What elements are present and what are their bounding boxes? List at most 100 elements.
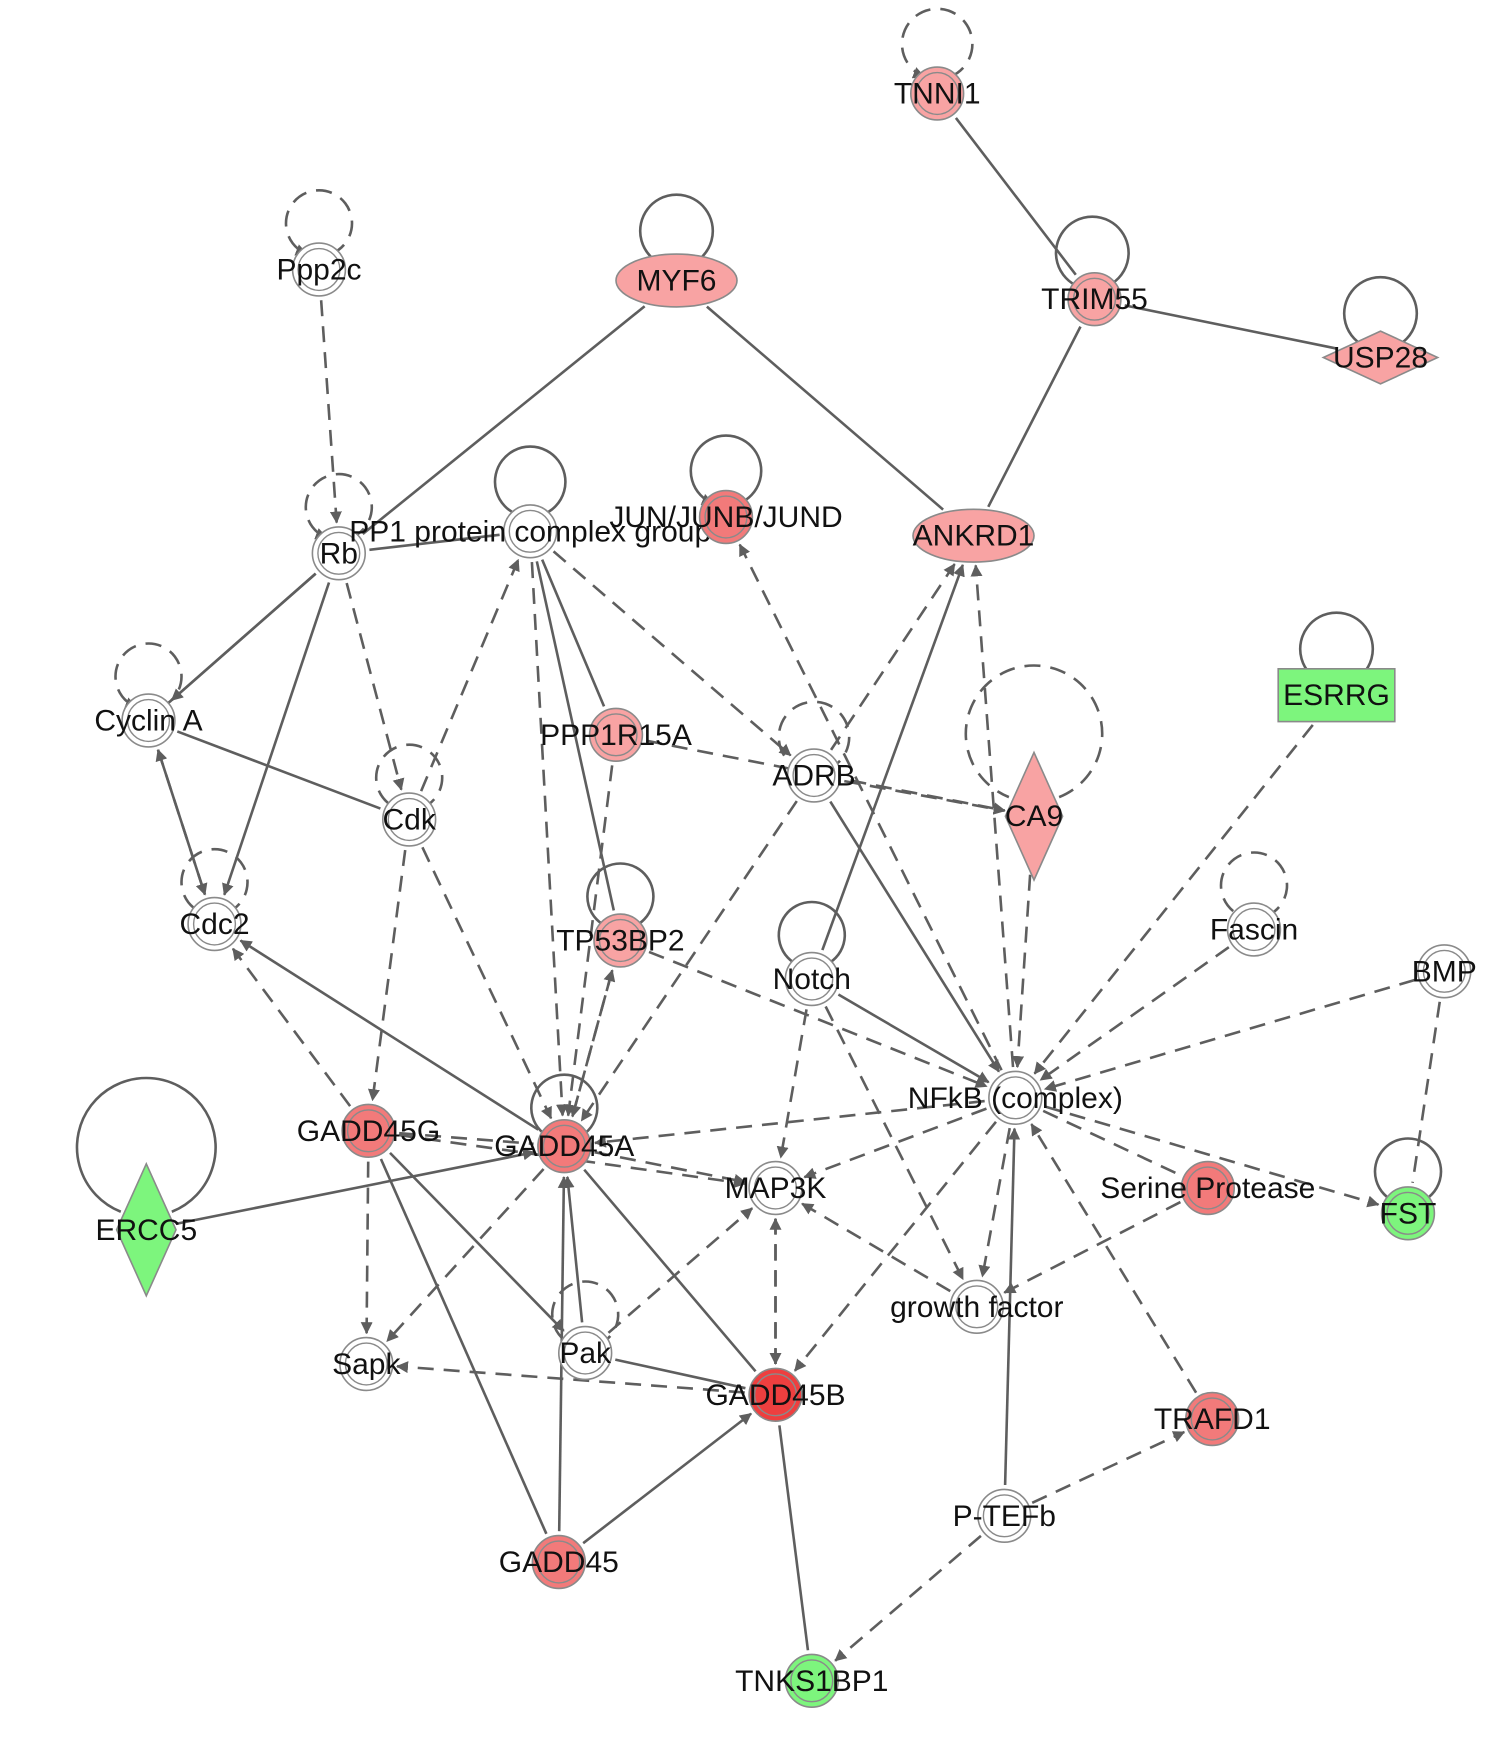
node-ring-ppp2c (297, 247, 341, 292)
node-tnks1bp1[interactable]: TNKS1BP1 (735, 1653, 889, 1709)
node-jun[interactable]: JUN/JUNB/JUND (609, 489, 843, 545)
node-shape-map3k (748, 1160, 803, 1216)
node-label-usp28: USP28 (1333, 342, 1428, 375)
node-ca9[interactable]: CA9 (1004, 750, 1064, 882)
node-cdk[interactable]: Cdk (382, 792, 437, 847)
node-shape-nfkb (988, 1070, 1043, 1126)
node-notch[interactable]: Notch (773, 951, 851, 1007)
edge-nfkb-to-ankrd1 (970, 564, 1015, 1068)
node-shape-pak (557, 1325, 613, 1381)
self-loop-notch (777, 900, 847, 967)
edge-rb-to-pp1 (369, 533, 500, 552)
node-label-cdc2: Cdc2 (179, 908, 249, 941)
edge-nfkb-to-jun (738, 543, 1003, 1071)
edge-pak-to-gadd45a (562, 1175, 584, 1323)
node-shape-trafd1 (1184, 1391, 1240, 1447)
node-cyclina[interactable]: Cyclin A (94, 693, 203, 748)
edge-gadd45a-to-sapk (386, 1168, 545, 1343)
edge-gadd45g-to-pak (389, 1151, 565, 1332)
node-ppp2c[interactable]: Ppp2c (276, 242, 362, 297)
node-esrrg[interactable]: ESRRG (1277, 667, 1396, 723)
edge-nfkb-to-map3k (803, 1107, 987, 1179)
node-label-ppp1r15a: PPP1R15A (540, 719, 692, 752)
node-label-gadd45g: GADD45G (297, 1115, 440, 1148)
node-label-tnks1bp1: TNKS1BP1 (735, 1665, 888, 1698)
node-label-cdk: Cdk (383, 804, 437, 837)
node-label-gadd45b: GADD45B (705, 1379, 845, 1412)
node-pp1[interactable]: PP1 protein complex group (349, 504, 711, 559)
edge-bmp-to-fst (1411, 1001, 1442, 1184)
node-fascin[interactable]: Fascin (1210, 902, 1298, 957)
node-trim55[interactable]: TRIM55 (1041, 272, 1148, 327)
node-ring-bmp (1422, 949, 1466, 993)
edge-ca9-to-nfkb (1012, 874, 1032, 1069)
node-shape-adrb (786, 748, 842, 803)
node-label-ca9: CA9 (1005, 800, 1063, 833)
node-ring-gadd45b (753, 1373, 798, 1417)
node-trafd1[interactable]: TRAFD1 (1154, 1391, 1271, 1447)
node-ring-sapk (344, 1342, 388, 1386)
node-label-ercc5: ERCC5 (95, 1214, 197, 1247)
self-loop-layer (75, 7, 1443, 1347)
node-ring-cdk (387, 797, 431, 842)
node-label-ptefb: P-TEFb (953, 1500, 1056, 1533)
node-label-ankrd1: ANKRD1 (913, 520, 1035, 553)
node-shape-ppp2c (291, 242, 347, 297)
node-gadd45a[interactable]: GADD45A (494, 1118, 634, 1174)
node-ring-tp53bp2 (598, 918, 642, 963)
node-ring-adrb (792, 753, 836, 798)
node-ring-tnks1bp1 (790, 1659, 834, 1703)
edge-cdk-to-gadd45g (367, 849, 407, 1102)
node-gadd45[interactable]: GADD45 (499, 1534, 619, 1590)
node-adrb[interactable]: ADRB (772, 748, 856, 803)
node-serineprotease[interactable]: Serine Protease (1100, 1160, 1315, 1216)
self-loop-gadd45a (530, 1073, 599, 1140)
node-label-gadd45a: GADD45A (494, 1130, 634, 1163)
edge-trafd1-to-nfkb (1030, 1123, 1198, 1394)
self-loop-fst (1373, 1137, 1443, 1204)
node-shape-tnks1bp1 (784, 1653, 839, 1709)
node-gadd45b[interactable]: GADD45B (705, 1367, 846, 1423)
node-myf6[interactable]: MYF6 (615, 253, 738, 308)
node-shape-esrrg (1277, 667, 1396, 723)
node-tnni1[interactable]: TNNI1 (894, 66, 981, 121)
node-bmp[interactable]: BMP (1412, 944, 1477, 999)
node-label-jun: JUN/JUNB/JUND (609, 501, 842, 534)
node-ptefb[interactable]: P-TEFb (953, 1488, 1056, 1544)
edge-ppp2c-to-rb (319, 300, 342, 524)
node-fst[interactable]: FST (1380, 1186, 1437, 1241)
node-ring-fascin (1232, 907, 1276, 952)
node-tp53bp2[interactable]: TP53BP2 (556, 913, 685, 968)
edge-myf6-to-rb (361, 305, 646, 535)
node-pak[interactable]: Pak (557, 1325, 613, 1381)
edge-gadd45a-to-tp53bp2 (571, 969, 616, 1117)
node-sapk[interactable]: Sapk (332, 1336, 401, 1392)
self-loop-ppp2c (284, 189, 354, 256)
node-ring-gadd45g (346, 1109, 391, 1153)
edge-cyclina-to-cdk (176, 730, 381, 810)
self-loop-tnni1 (900, 7, 974, 79)
node-label-serineprotease: Serine Protease (1100, 1172, 1315, 1205)
node-ercc5[interactable]: ERCC5 (95, 1161, 197, 1298)
node-cdc2[interactable]: Cdc2 (179, 896, 250, 952)
edge-notch-to-ankrd1 (821, 564, 965, 951)
node-rb[interactable]: Rb (311, 526, 366, 581)
edge-ptefb-to-trafd1 (1031, 1430, 1186, 1504)
node-shape-cdk (382, 792, 437, 847)
node-gadd45g[interactable]: GADD45G (297, 1103, 440, 1159)
node-shape-gadd45g (341, 1103, 396, 1159)
node-shape-ptefb (977, 1488, 1032, 1544)
node-ppp1r15a[interactable]: PPP1R15A (540, 707, 692, 762)
node-shape-notch (784, 951, 839, 1007)
self-loop-usp28 (1342, 275, 1419, 349)
node-ankrd1[interactable]: ANKRD1 (912, 508, 1035, 563)
node-shape-fascin (1226, 902, 1282, 957)
edge-pak-to-map3k (607, 1207, 754, 1334)
node-usp28[interactable]: USP28 (1321, 330, 1440, 385)
edge-adrb-to-nfkb (829, 800, 1001, 1073)
node-nfkb[interactable]: NFkB (complex) (908, 1070, 1123, 1126)
node-map3k[interactable]: MAP3K (725, 1160, 827, 1216)
edge-tp53bp2-to-gadd45a (569, 969, 614, 1118)
node-growthfactor[interactable]: growth factor (890, 1279, 1064, 1335)
